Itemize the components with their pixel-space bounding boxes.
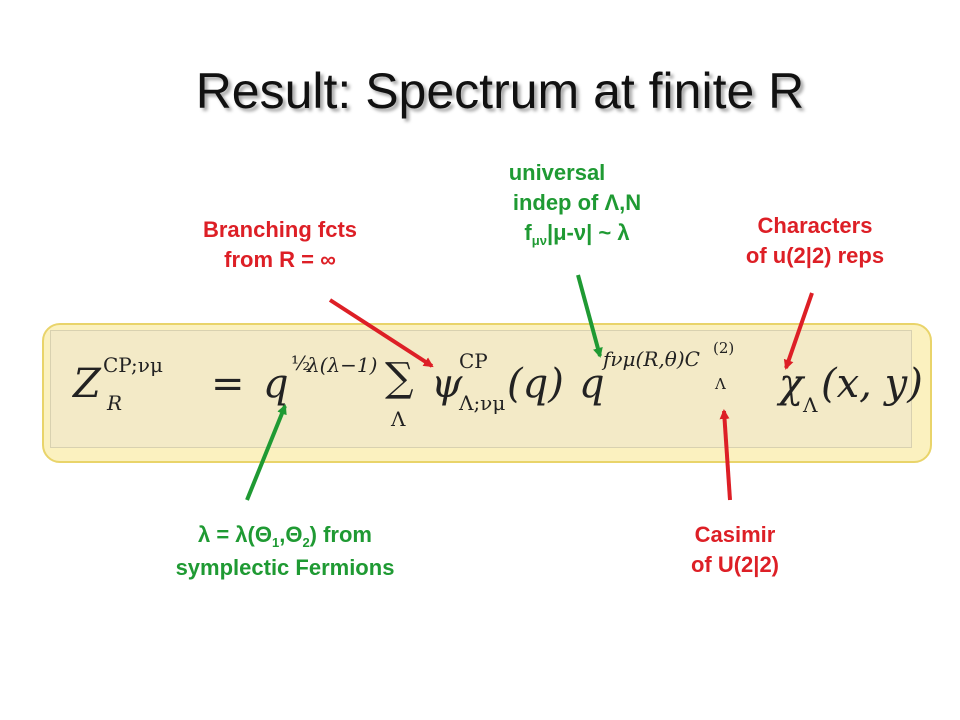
- label-characters-line1: Characters: [757, 213, 873, 238]
- formula-sum-sub: Λ: [391, 407, 406, 431]
- partition-function-formula: Z CP;νμ R = q ½ λ(λ−1) ∑ Λ ψ CP Λ;νμ (q)…: [51, 331, 923, 447]
- formula-half: ½: [291, 351, 311, 375]
- arrow-lambda: [245, 404, 287, 501]
- label-branching-line1: Branching fcts: [202, 217, 358, 242]
- formula-chi-arg: (x, y): [821, 361, 923, 407]
- label-universal-line3: fμν|μ-ν| ~ λ: [524, 220, 630, 248]
- formula-psi-sup: CP: [459, 349, 488, 373]
- label-branching-line2: from R = ∞: [224, 247, 336, 272]
- formula-q1: q: [263, 361, 289, 407]
- formula-exp2-sup: (2): [713, 339, 735, 357]
- formula-equals: =: [211, 361, 245, 407]
- formula-Z-sup: CP;νμ: [103, 353, 163, 377]
- formula-sum: ∑: [385, 355, 414, 401]
- label-characters-line2: of u(2|2) reps: [745, 243, 885, 268]
- arrow-characters: [783, 292, 814, 370]
- slide-title: Result: Spectrum at finite R: [195, 63, 805, 119]
- label-casimir-line2: of U(2|2): [690, 552, 780, 577]
- label-universal-line1: universal: [508, 160, 606, 185]
- formula-Z-sub: R: [107, 391, 123, 415]
- arrow-branching: [328, 298, 434, 368]
- label-universal-line2: indep of Λ,N: [512, 190, 642, 215]
- formula-psi-sub: Λ;νμ: [459, 391, 506, 415]
- formula-exp2: fνμ(R,θ)C: [603, 347, 700, 371]
- label-lambda-line1: λ = λ(Θ1,Θ2) from: [197, 522, 372, 550]
- formula-exp2-sub: Λ: [715, 375, 726, 393]
- label-universal: universal indep of Λ,N fμν|μ-ν| ~ λ: [462, 158, 692, 251]
- formula-psi: ψ: [431, 361, 463, 407]
- arrow-universal: [576, 274, 603, 358]
- formula-q2: q: [579, 361, 605, 407]
- formula-Z: Z: [73, 361, 101, 407]
- formula-chi-sub: Λ: [803, 393, 818, 417]
- label-casimir: Casimir of U(2|2): [640, 520, 830, 580]
- label-lambda-line2: symplectic Fermions: [175, 555, 395, 580]
- label-branching: Branching fcts from R = ∞: [150, 215, 410, 275]
- formula-exp1: λ(λ−1): [307, 353, 378, 377]
- formula-panel: Z CP;νμ R = q ½ λ(λ−1) ∑ Λ ψ CP Λ;νμ (q)…: [50, 330, 923, 448]
- label-lambda: λ = λ(Θ1,Θ2) from symplectic Fermions: [120, 520, 450, 583]
- label-characters: Characters of u(2|2) reps: [700, 211, 930, 271]
- arrow-casimir: [719, 409, 732, 501]
- formula-psi-arg: (q): [507, 361, 564, 407]
- label-casimir-line1: Casimir: [694, 522, 776, 547]
